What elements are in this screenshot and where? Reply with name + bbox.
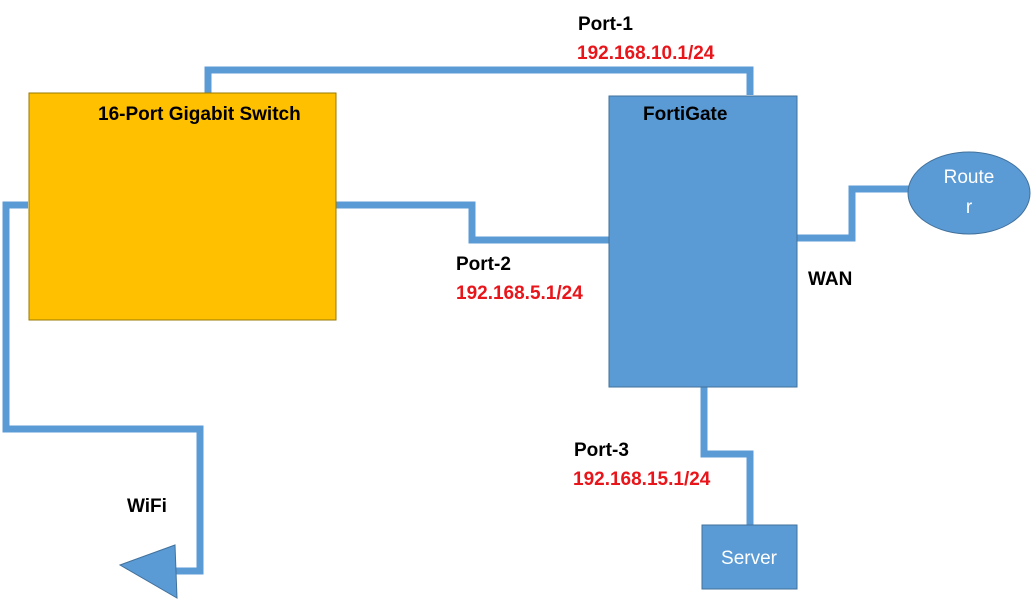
link-port2 <box>336 201 609 244</box>
switch-box <box>28 92 337 321</box>
fortigate-node: FortiGate <box>608 95 798 388</box>
switch-label: 16-Port Gigabit Switch <box>98 104 301 125</box>
router-label-line2: r <box>966 197 973 218</box>
link-port3 <box>700 387 754 525</box>
link-wan <box>797 185 910 242</box>
server-box <box>701 524 798 590</box>
port3-name: Port-3 <box>574 440 629 461</box>
wan-label: WAN <box>808 269 852 290</box>
port2-ip: 192.168.5.1/24 <box>456 283 583 304</box>
wifi-node: WiFi <box>118 496 178 599</box>
antenna-icon <box>118 544 178 599</box>
links <box>2 66 910 575</box>
switch-node: 16-Port Gigabit Switch <box>28 92 337 321</box>
server-label: Server <box>721 548 778 569</box>
router-label-line1: Route <box>944 167 995 188</box>
port1-labels: Port-1 192.168.10.1/24 <box>577 14 715 64</box>
link-port1 <box>204 66 754 95</box>
port2-name: Port-2 <box>456 254 511 275</box>
fortigate-label: FortiGate <box>643 104 727 125</box>
port3-labels: Port-3 192.168.15.1/24 <box>573 440 711 490</box>
server-node: Server <box>701 524 798 590</box>
wifi-label: WiFi <box>127 496 167 517</box>
port1-name: Port-1 <box>578 14 633 35</box>
port2-labels: Port-2 192.168.5.1/24 <box>456 254 583 304</box>
router-ellipse <box>907 151 1031 235</box>
port1-ip: 192.168.10.1/24 <box>577 43 715 64</box>
router-node: Route r <box>907 151 1031 235</box>
port3-ip: 192.168.15.1/24 <box>573 469 711 490</box>
fortigate-box <box>608 95 798 388</box>
link-wifi <box>2 201 204 575</box>
